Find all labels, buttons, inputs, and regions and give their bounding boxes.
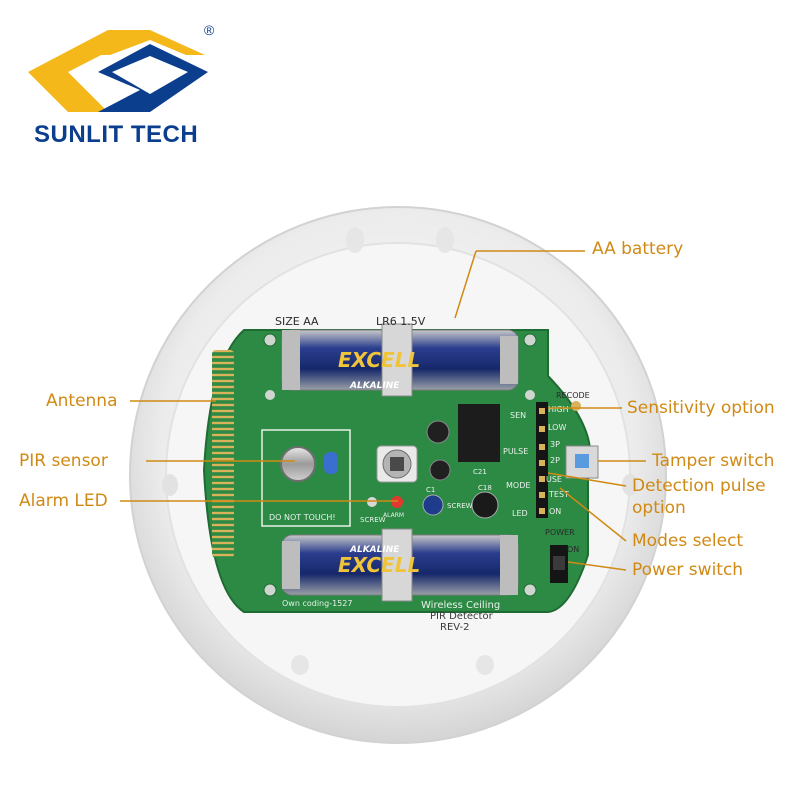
callout-leader-lines bbox=[120, 250, 646, 571]
callout-detection-pulse-option: option bbox=[632, 498, 686, 518]
p3-label: 3P bbox=[550, 440, 560, 449]
callout-antenna: Antenna bbox=[46, 391, 118, 411]
use-label: USE bbox=[546, 475, 562, 484]
registered-mark: ® bbox=[204, 22, 215, 38]
c18-label: C18 bbox=[478, 484, 492, 492]
callout-detection-pulse: Detection pulse bbox=[632, 476, 766, 496]
c21-label: C21 bbox=[473, 468, 487, 476]
product-line3: REV-2 bbox=[440, 622, 470, 633]
test-label: TEST bbox=[548, 490, 569, 499]
callout-power-switch: Power switch bbox=[632, 560, 744, 580]
own-coding-label: Own coding-1527 bbox=[282, 599, 352, 608]
battery-sub-bottom: ALKALINE bbox=[349, 545, 400, 555]
sunlit-logo-mark bbox=[28, 30, 208, 112]
brand-name: SUNLIT TECH bbox=[34, 121, 199, 148]
aa-battery-bottom bbox=[281, 528, 519, 602]
power-label: POWER bbox=[545, 528, 575, 537]
mode-label: MODE bbox=[506, 481, 530, 490]
on-label: ON bbox=[549, 507, 561, 516]
callout-alarm-led: Alarm LED bbox=[19, 491, 108, 511]
screw-label-right: SCREW bbox=[447, 502, 473, 510]
callout-pir-sensor: PIR sensor bbox=[19, 451, 108, 471]
callout-modes-select: Modes select bbox=[632, 531, 744, 551]
screw-label-left: SCREW bbox=[360, 516, 386, 524]
high-label: HIGH bbox=[548, 405, 569, 414]
product-line1: Wireless Ceiling bbox=[421, 600, 500, 611]
recode-label: RECODE bbox=[556, 391, 590, 400]
battery-size-label: SIZE AA bbox=[275, 315, 319, 328]
c1-label: C1 bbox=[426, 486, 435, 494]
p2-label: 2P bbox=[550, 456, 560, 465]
battery-type-label: LR6 1.5V bbox=[376, 315, 426, 328]
battery-brand-top: EXCELL bbox=[338, 348, 420, 372]
do-not-touch-label: DO NOT TOUCH! bbox=[269, 513, 336, 522]
aa-battery-top bbox=[281, 323, 519, 397]
power-on-label: ON bbox=[567, 545, 579, 554]
callout-tamper-switch: Tamper switch bbox=[652, 451, 775, 471]
sen-label: SEN bbox=[510, 411, 526, 420]
pulse-label: PULSE bbox=[503, 447, 528, 456]
product-line2: PIR Detector bbox=[430, 611, 494, 622]
alarm-label: ALARM bbox=[383, 512, 404, 519]
callout-sensitivity-option: Sensitivity option bbox=[627, 398, 775, 418]
led-label: LED bbox=[512, 509, 528, 518]
callout-aa-battery: AA battery bbox=[592, 239, 684, 259]
battery-sub-top: ALKALINE bbox=[349, 381, 400, 391]
low-label: LOW bbox=[548, 423, 566, 432]
battery-brand-bottom: EXCELL bbox=[338, 553, 420, 577]
